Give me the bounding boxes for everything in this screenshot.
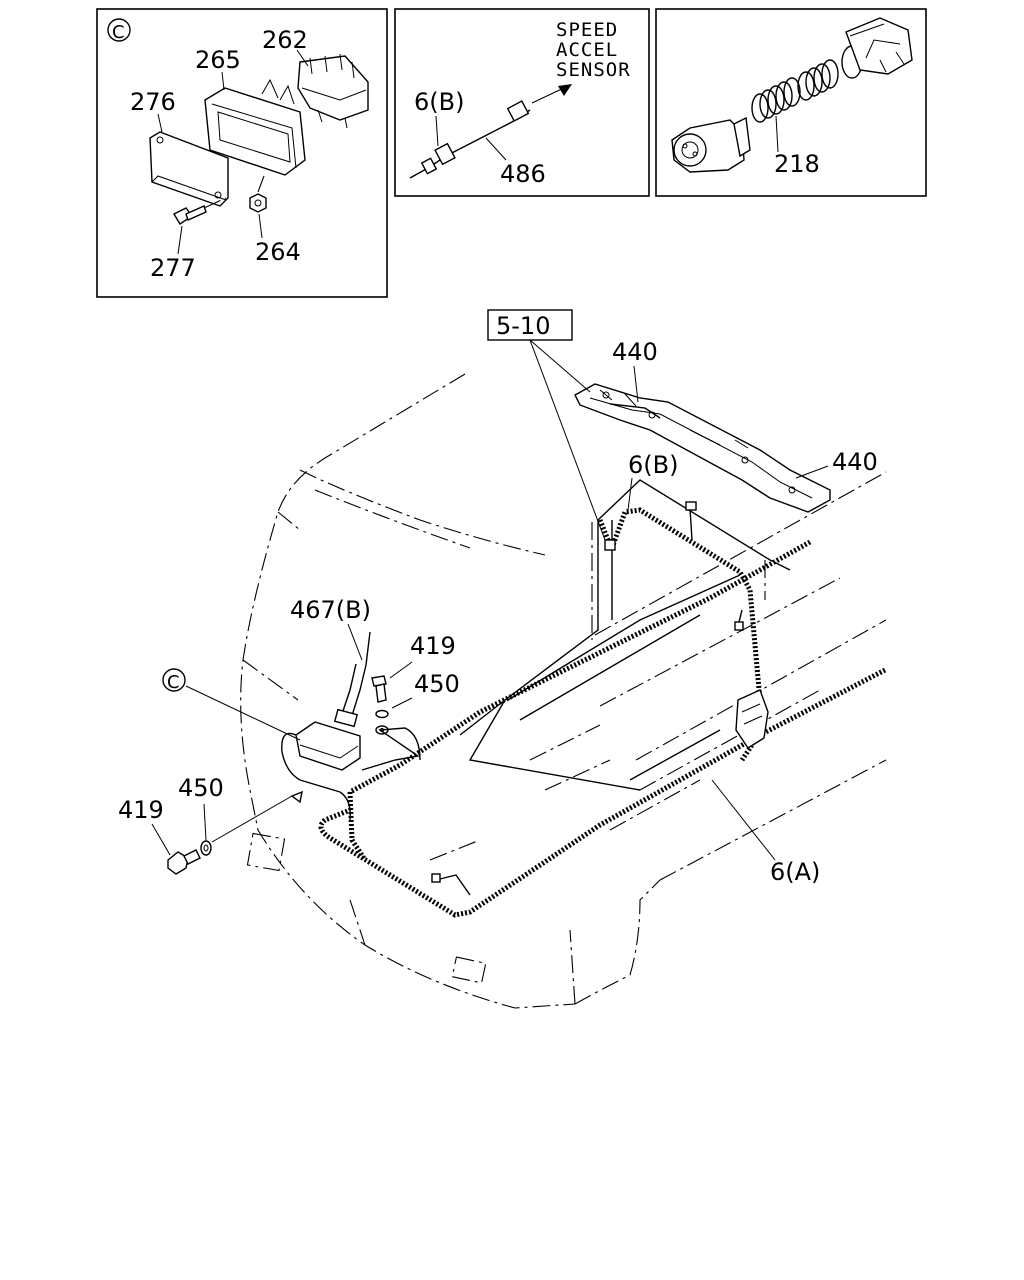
label-main-419b: 419 [118,796,164,824]
label-486: 486 [500,160,546,188]
label-main-467b: 467(B) [290,596,371,624]
inset-c: C 262 265 276 [107,18,369,282]
label-main-6b: 6(B) [628,451,678,479]
label-276: 276 [130,88,176,116]
lamp-left [246,832,286,872]
label-262: 262 [262,26,308,54]
lamp-right [451,956,487,984]
inset-c-frame [96,8,388,298]
sensor-title-line-3: SENSOR [556,59,631,81]
washer-450-lower [200,840,212,856]
label-main-440b: 440 [832,448,878,476]
main-c-marker-circle [162,668,186,692]
bolt-277 [173,205,207,225]
inset-sensor: SPEED ACCEL SENSOR 6(B) 486 [409,19,631,188]
label-main-440a: 440 [612,338,658,366]
cover-276 [149,131,229,207]
label-264: 264 [255,238,301,266]
label-277: 277 [150,254,196,282]
connector-plug [671,116,751,173]
washer-450-upper [375,709,389,735]
inset-c-marker-circle [107,18,131,42]
label-main-6a: 6(A) [770,858,820,886]
connector-receptacle [841,17,913,79]
sensor-title-line-2: ACCEL [556,39,618,61]
ref-box-label: 5-10 [496,312,550,340]
nut-264 [249,193,267,213]
bolt-419-lower [167,849,201,875]
cab-frame [459,479,791,791]
controller-265 [204,78,306,176]
label-sensor-6b: 6(B) [414,88,464,116]
cab-outline [240,373,887,1009]
label-218: 218 [774,150,820,178]
relay-box-c [281,631,421,821]
spring-218 [751,77,801,123]
inset-connector-frame [655,8,927,197]
bracket-262 [297,53,369,129]
sensor-arrow-head [558,84,572,96]
cross-member [574,383,831,513]
label-main-450a: 450 [414,670,460,698]
inset-c-marker: C [112,22,125,43]
connector-boot [797,59,839,101]
bolt-419-upper [371,675,387,703]
harness-connectors [431,501,769,896]
sensor-title-line-1: SPEED [556,19,618,41]
main-c-marker: C [167,672,180,693]
harness-6a [318,507,887,918]
label-main-450b: 450 [178,774,224,802]
sensor-cable-486 [409,100,531,179]
label-main-419a: 419 [410,632,456,660]
inset-sensor-frame [394,8,650,197]
inset-connector: 218 [671,17,913,178]
label-265: 265 [195,46,241,74]
